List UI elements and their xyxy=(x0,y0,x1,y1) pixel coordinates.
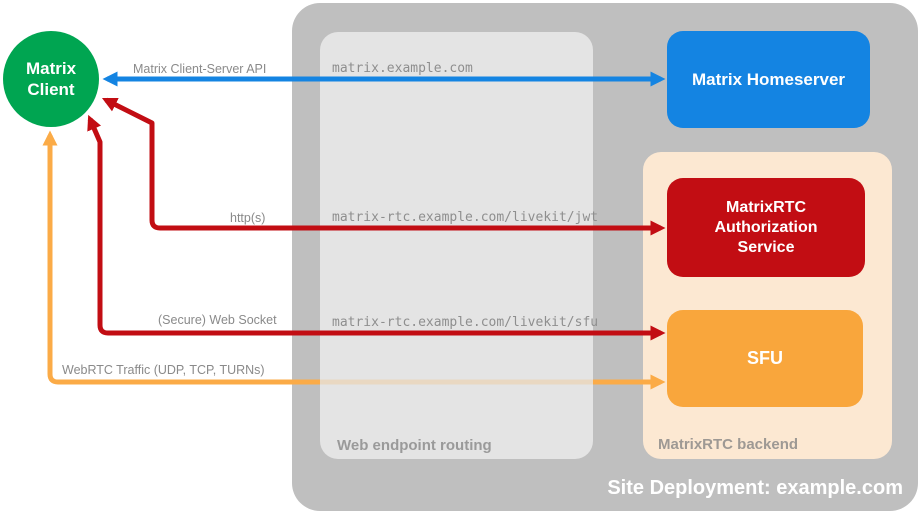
matrixrtc-auth-service-node: MatrixRTC Authorization Service xyxy=(667,178,865,277)
web-endpoint-routing-box xyxy=(320,32,593,459)
livekit-sfu-endpoint-label: matrix-rtc.example.com/livekit/sfu xyxy=(332,315,599,330)
matrix-client-label: Matrix Client xyxy=(25,58,77,99)
matrix-homeserver-label: Matrix Homeserver xyxy=(691,69,846,89)
matrixrtc-backend-label: MatrixRTC backend xyxy=(658,436,799,453)
webrtc-traffic-label: WebRTC Traffic (UDP, TCP, TURNs) xyxy=(62,363,265,377)
webrtc-arrow xyxy=(42,130,320,385)
matrix-homeserver-node: Matrix Homeserver xyxy=(667,31,870,128)
livekit-jwt-endpoint-label: matrix-rtc.example.com/livekit/jwt xyxy=(332,210,599,225)
web-endpoint-routing-label: Web endpoint routing xyxy=(337,437,492,454)
client-server-api-label: Matrix Client-Server API xyxy=(133,62,267,76)
websocket-label: (Secure) Web Socket xyxy=(158,313,277,327)
sfu-node: SFU xyxy=(667,310,863,407)
matrixrtc-auth-service-label: MatrixRTC Authorization Service xyxy=(714,198,818,256)
https-label: http(s) xyxy=(230,211,266,225)
site-deployment-label: Site Deployment: example.com xyxy=(607,477,903,499)
matrix-domain-label: matrix.example.com xyxy=(332,61,473,76)
sfu-label: SFU xyxy=(747,348,783,369)
matrix-client-node: Matrix Client xyxy=(3,31,99,127)
